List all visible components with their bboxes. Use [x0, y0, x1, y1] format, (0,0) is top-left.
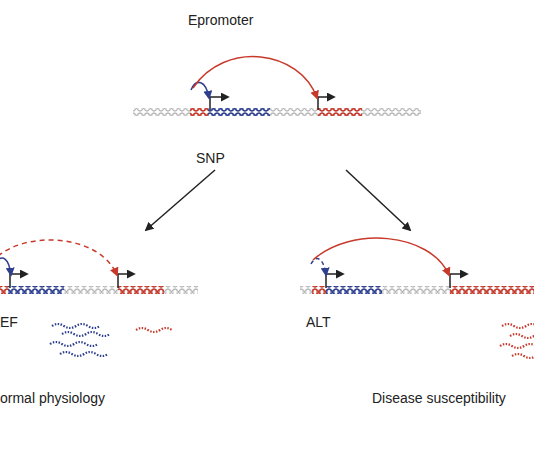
- element-label: Epromoter: [188, 12, 253, 28]
- dna-strand: [0, 286, 198, 294]
- allele-label: ALT: [306, 314, 331, 330]
- allele-label: EF: [0, 314, 18, 330]
- transcripts: [500, 324, 534, 358]
- outcome-label: ormal physiology: [0, 390, 105, 406]
- regulation-arcs: [0, 240, 117, 275]
- regulation-arcs: [311, 238, 449, 275]
- promoter-arrows: [10, 274, 134, 288]
- transcripts: [50, 324, 172, 356]
- split-arrows: [146, 170, 410, 230]
- regulation-arcs: [191, 57, 317, 98]
- dna-strand: [300, 286, 534, 294]
- promoter-arrows: [326, 274, 467, 288]
- variant-label: SNP: [196, 150, 225, 166]
- outcome-label: Disease susceptibility: [372, 390, 506, 406]
- promoter-arrows: [210, 97, 334, 110]
- dna-strand: [133, 108, 421, 116]
